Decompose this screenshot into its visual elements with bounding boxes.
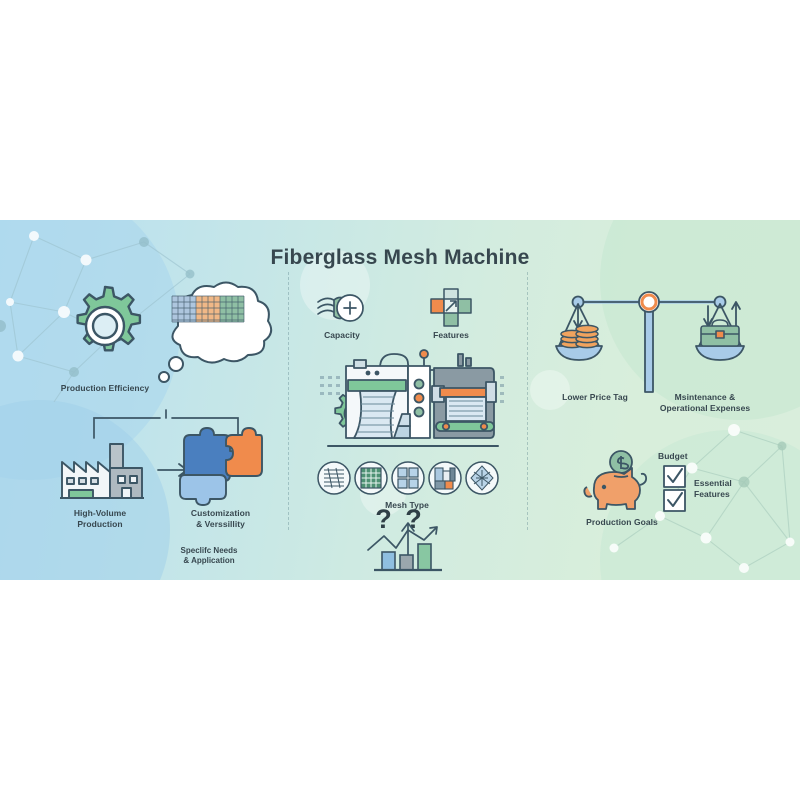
maintenance-expenses-label: Msintenance & Operational Expenses bbox=[640, 392, 770, 413]
bracket-connector-icon bbox=[93, 409, 239, 439]
panel-divider-right bbox=[527, 272, 528, 530]
puzzle-label-line1: Customization bbox=[190, 508, 251, 518]
roll-plus-icon bbox=[317, 294, 364, 322]
maintenance-label-line1: Msintenance & bbox=[674, 392, 736, 402]
balance-scale-icon bbox=[555, 291, 745, 393]
piggy-bank-icon bbox=[583, 450, 648, 510]
lower-price-tag-label: Lower Price Tag bbox=[562, 392, 628, 402]
checklist-item-label-line1: Essential bbox=[694, 478, 732, 488]
features-label: Features bbox=[433, 330, 469, 340]
question-mark-icon: ? ? bbox=[375, 504, 425, 534]
thought-bubble-label-line1: Speclifc Needs bbox=[180, 546, 238, 555]
infographic-band: Fiberglass Mesh Machine Production Effic… bbox=[0, 220, 800, 580]
mesh-machine-icon bbox=[320, 349, 504, 447]
mesh-type-label: Mesh Type bbox=[385, 500, 429, 510]
page-title: Fiberglass Mesh Machine bbox=[270, 246, 530, 269]
factory-label-line1: High-Volume bbox=[73, 508, 127, 518]
capacity-label: Capacity bbox=[324, 330, 360, 340]
factory-label-line2: Production bbox=[77, 518, 123, 529]
thought-bubble-label: Speclifc Needs & Application bbox=[160, 546, 258, 566]
essential-features-label: Essential Features bbox=[694, 478, 768, 500]
mesh-panel-icon bbox=[391, 461, 425, 495]
checklist-item-label-line2: Features bbox=[694, 489, 730, 500]
mesh-type-icons bbox=[317, 461, 499, 495]
maintenance-label-line2: Operational Expenses bbox=[659, 402, 751, 413]
production-efficiency-label: Production Efficiency bbox=[60, 383, 150, 393]
puzzle-pieces-icon bbox=[179, 427, 263, 506]
factory-icon bbox=[60, 443, 144, 499]
thought-bubble-label-line2: & Application bbox=[183, 556, 235, 565]
features-puzzle-icon bbox=[430, 288, 472, 327]
high-volume-production-label: High-Volume Production bbox=[30, 508, 170, 529]
production-goals-label: Production Goals bbox=[586, 517, 658, 527]
customization-versatility-label: Customization & Verssillity bbox=[148, 508, 293, 529]
growth-bar-chart-icon bbox=[367, 522, 442, 572]
puzzle-label-line2: & Verssillity bbox=[196, 518, 245, 529]
checkbox-list-icon[interactable] bbox=[662, 464, 696, 514]
decorative-glow-3 bbox=[530, 370, 570, 410]
gear-icon bbox=[76, 285, 142, 352]
budget-title: Budget bbox=[658, 451, 688, 461]
thought-bubble-icon bbox=[158, 281, 273, 383]
panel-divider-left bbox=[288, 272, 289, 530]
